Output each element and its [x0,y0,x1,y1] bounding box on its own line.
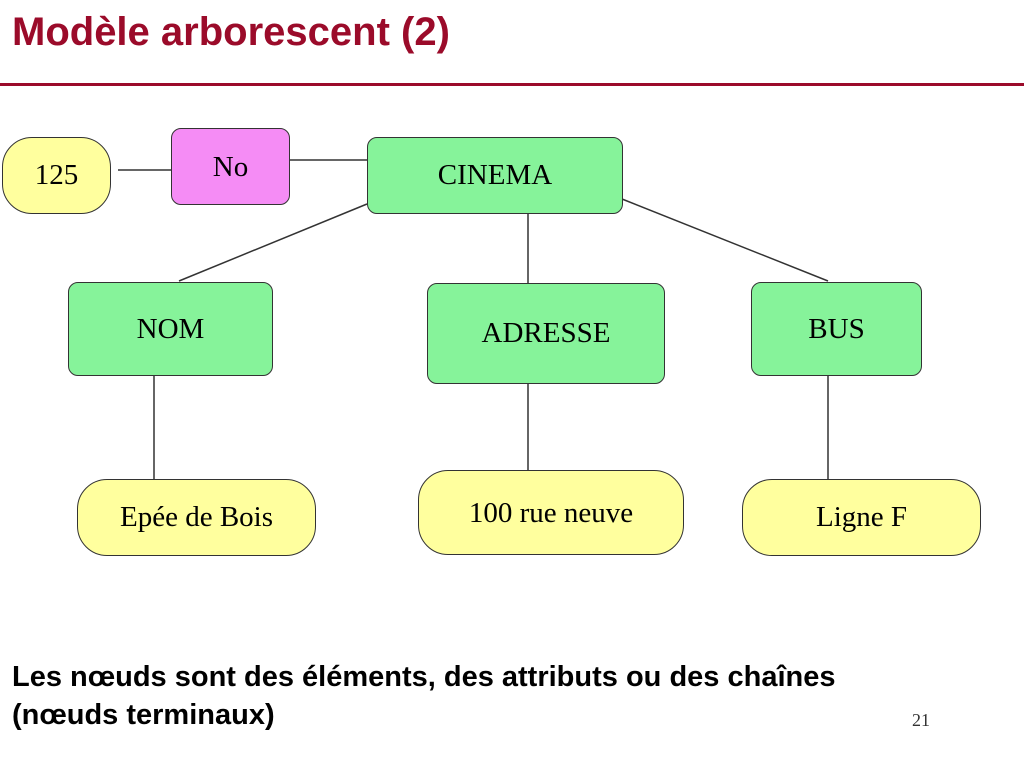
element-node-nom: NOM [68,282,273,376]
element-node-adresse: ADRESSE [427,283,665,384]
edge-root-to-bus [621,198,829,282]
title-divider [0,83,1024,86]
edge-root-to-nom [178,203,368,282]
text-node-bus: Ligne F [742,479,981,556]
attribute-value-label: 125 [34,159,79,191]
element-node-bus: BUS [751,282,922,376]
page-number: 21 [912,710,930,730]
slide-caption: Les nœuds sont des éléments, des attribu… [12,661,836,731]
attribute-name-label: No [212,151,249,183]
attribute-value-node: 125 [2,137,111,214]
text-label-adresse: 100 rue neuve [468,497,634,529]
element-label-nom: NOM [136,313,205,345]
attribute-node: No [171,128,290,205]
text-node-nom: Epée de Bois [77,479,316,556]
root-element-label: CINEMA [437,159,553,191]
element-label-bus: BUS [808,313,865,345]
text-node-adresse: 100 rue neuve [418,470,684,555]
root-element-node: CINEMA [367,137,623,214]
text-label-bus: Ligne F [815,501,908,533]
slide-title: Modèle arborescent (2) [12,10,450,54]
text-label-nom: Epée de Bois [119,501,273,533]
element-label-adresse: ADRESSE [481,317,611,349]
